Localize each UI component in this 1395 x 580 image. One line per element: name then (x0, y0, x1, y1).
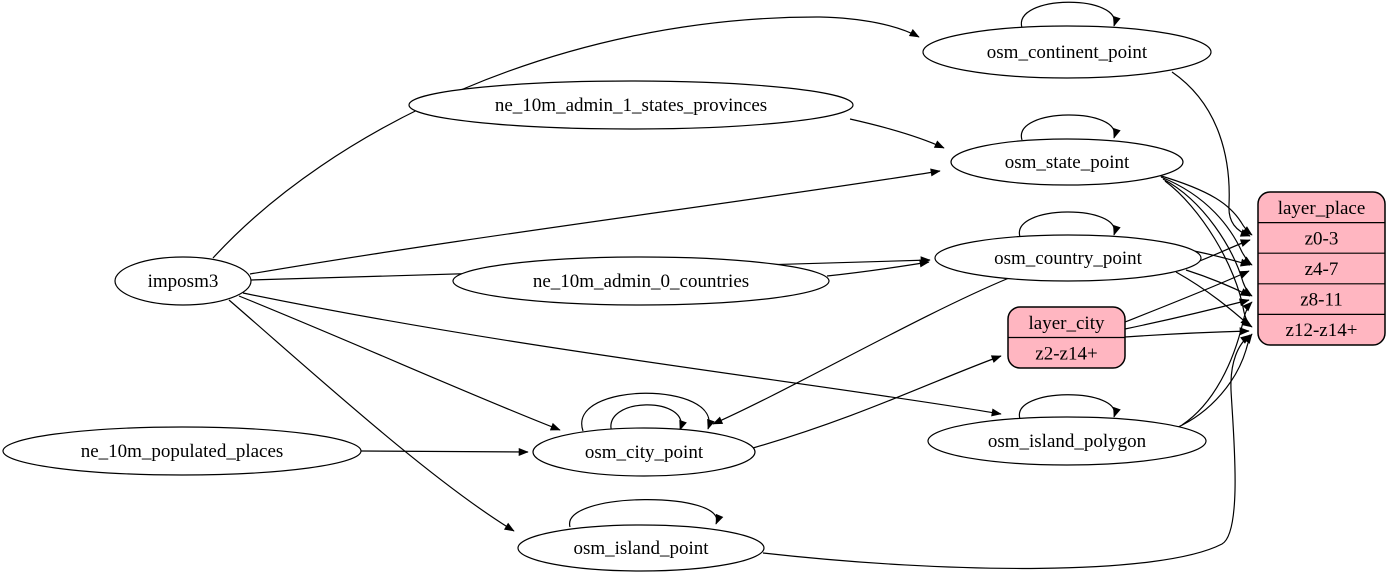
record-row-layer_place-z0-3: z0-3 (1305, 228, 1339, 249)
node-imposm3: imposm3 (114, 256, 252, 306)
edge-osm_island_point-to-layer_place-z12-z14+ (762, 334, 1251, 570)
table-ellipse-osm_continent_point (922, 25, 1212, 79)
node-label-imposm3: imposm3 (148, 271, 219, 292)
edge-ne_10m_populated_places-to-osm_city_point (360, 447, 529, 456)
node-ne_10m_populated_places: ne_10m_populated_places (2, 426, 362, 476)
record-row-layer_place-layer_place: layer_place (1278, 198, 1366, 219)
self-loop-edge-osm_city_point (581, 392, 715, 432)
node-label-osm_island_point: osm_island_point (573, 538, 709, 559)
edge-imposm3-to-osm_continent_point (212, 16, 920, 259)
node-label-osm_continent_point: osm_continent_point (987, 42, 1148, 63)
self-loop-edge-osm_island_polygon (1019, 394, 1121, 420)
edge-osm_island_polygon-to-layer_place-z12-z14+ (1175, 333, 1253, 429)
edge-imposm3-to-osm_state_point (249, 168, 941, 275)
edge-imposm3-to-osm_island_polygon (242, 292, 1002, 417)
node-ne_10m_admin_1_states_provinces: ne_10m_admin_1_states_provinces (408, 80, 854, 130)
record-row-layer_city-layer_city: layer_city (1029, 313, 1105, 334)
table-ellipse-osm_island_polygon (927, 416, 1207, 466)
edge-osm_island_polygon-to-layer_place-z8-11 (1181, 301, 1253, 426)
node-label-osm_country_point: osm_country_point (994, 248, 1142, 269)
edge-osm_country_point-to-layer_place-z12-z14+ (1175, 271, 1251, 327)
edge-layer (212, 1, 1253, 570)
edge-layer_city-to-layer_place-z12-z14+ (1124, 327, 1250, 338)
record-row-layer_city-z2-z14+: z2-z14+ (1035, 343, 1097, 364)
edge-osm_city_point-to-layer_city-z2-z14+ (752, 355, 1002, 449)
record-row-layer_place-z8-11: z8-11 (1300, 290, 1343, 311)
node-osm_country_point: osm_country_point (934, 234, 1202, 282)
edge-osm_state_point-to-layer_place-z0-3 (1157, 174, 1253, 236)
node-layer_place: layer_place z0-3 z4-7 z8-11 z12-z14+ (1257, 191, 1386, 346)
node-osm_continent_point: osm_continent_point (922, 25, 1212, 79)
node-label-osm_state_point: osm_state_point (1005, 152, 1130, 173)
self-loop-edge-osm_country_point (1019, 211, 1121, 238)
node-label-osm_island_polygon: osm_island_polygon (988, 431, 1147, 452)
edge-layer_city-to-layer_place-z8-11 (1124, 298, 1250, 330)
node-label-ne_10m_admin_0_countries: ne_10m_admin_0_countries (533, 271, 749, 292)
edge-layer_city-to-layer_place-z4-7 (1124, 270, 1250, 323)
edge-imposm3-to-osm_city_point (238, 295, 561, 431)
edge-osm_country_point-to-layer_place-z4-7 (1193, 250, 1251, 267)
edge-osm_continent_point-to-layer_place-z0-3 (1171, 71, 1251, 237)
record-row-layer_place-z12-z14+: z12-z14+ (1286, 320, 1358, 341)
node-layer_city: layer_city z2-z14+ (1007, 306, 1126, 369)
table-ellipse-osm_country_point (934, 234, 1202, 282)
node-osm_state_point: osm_state_point (950, 138, 1184, 186)
node-osm_island_point: osm_island_point (517, 524, 765, 572)
record-row-layer_place-z4-7: z4-7 (1305, 259, 1339, 280)
node-label-osm_city_point: osm_city_point (585, 442, 704, 463)
record-rect-layer_place (1257, 191, 1386, 346)
table-ellipse-imposm3 (114, 256, 252, 306)
edge-imposm3-to-osm_island_point (228, 299, 515, 532)
node-layer: imposm3 ne_10m_admin_1_states_provincesne… (2, 25, 1386, 572)
edge-osm_country_point-to-layer_place-z8-11 (1185, 269, 1251, 297)
table-ellipse-osm_island_point (517, 524, 765, 572)
edge-osm_country_point-to-osm_city_point (712, 277, 1010, 425)
self-loop-edge-osm_state_point (1021, 114, 1121, 141)
edge-osm_state_point-to-layer_place-z8-11 (1162, 178, 1253, 297)
self-loop-edge-osm_island_point (569, 499, 724, 528)
node-label-ne_10m_admin_1_states_provinces: ne_10m_admin_1_states_provinces (495, 95, 767, 116)
table-ellipse-ne_10m_admin_0_countries (452, 256, 830, 306)
node-label-ne_10m_populated_places: ne_10m_populated_places (81, 441, 284, 462)
self-loop-edge-osm_continent_point (1021, 1, 1121, 29)
node-ne_10m_admin_0_countries: ne_10m_admin_0_countries (452, 256, 830, 306)
table-ellipse-ne_10m_admin_1_states_provinces (408, 80, 854, 130)
edge-ne_10m_admin_0_countries-to-osm_country_point (826, 259, 930, 277)
self-loop-edge-osm_city_point (610, 404, 687, 434)
table-ellipse-osm_state_point (950, 138, 1184, 186)
table-ellipse-osm_city_point (532, 427, 756, 477)
node-osm_island_polygon: osm_island_polygon (927, 416, 1207, 466)
edge-ne_10m_admin_1_states_provinces-to-osm_state_point (849, 118, 945, 149)
node-osm_city_point: osm_city_point (532, 427, 756, 477)
table-ellipse-ne_10m_populated_places (2, 426, 362, 476)
